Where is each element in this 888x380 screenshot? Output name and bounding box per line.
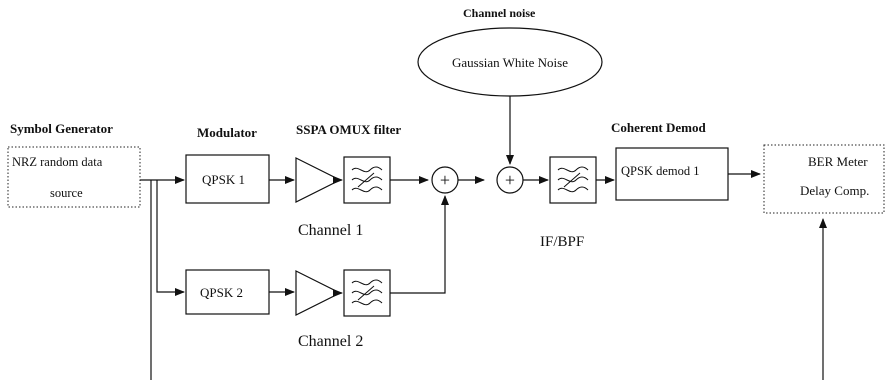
ber-line2: Delay Comp.	[800, 183, 869, 198]
wire-source-to-qpsk2	[156, 180, 185, 296]
omux-filter1-icon	[343, 156, 391, 204]
amplifier2-icon	[295, 270, 341, 316]
omux-filter2-icon	[343, 269, 391, 317]
source-line2: source	[50, 186, 83, 200]
qpsk2-label: QPSK 2	[200, 285, 243, 300]
adder2-symbol: +	[505, 170, 515, 190]
channel1-label: Channel 1	[298, 222, 363, 239]
if-bpf-filter-icon	[549, 156, 597, 204]
sspa-omux-heading: SSPA OMUX filter	[296, 122, 401, 137]
source-line1: NRZ random data	[12, 155, 103, 169]
channel-noise-heading: Channel noise	[463, 6, 536, 20]
coherent-demod-heading: Coherent Demod	[611, 120, 706, 135]
demod-block	[615, 147, 729, 201]
ber-line1: BER Meter	[808, 154, 868, 169]
if-bpf-label: IF/BPF	[540, 234, 584, 250]
adder1-symbol: +	[440, 170, 450, 190]
demod-label: QPSK demod 1	[621, 164, 699, 178]
amplifier1-icon	[295, 157, 341, 203]
noise-label: Gaussian White Noise	[452, 55, 568, 70]
ber-meter-block	[763, 144, 885, 214]
symbol-source-block	[7, 146, 141, 208]
channel2-label: Channel 2	[298, 333, 363, 350]
symbol-generator-heading: Symbol Generator	[10, 121, 113, 136]
modulator-heading: Modulator	[197, 125, 257, 140]
wire-filter2-to-adder1	[390, 195, 449, 294]
qpsk1-label: QPSK 1	[202, 172, 245, 187]
qpsk1-block	[185, 154, 270, 204]
